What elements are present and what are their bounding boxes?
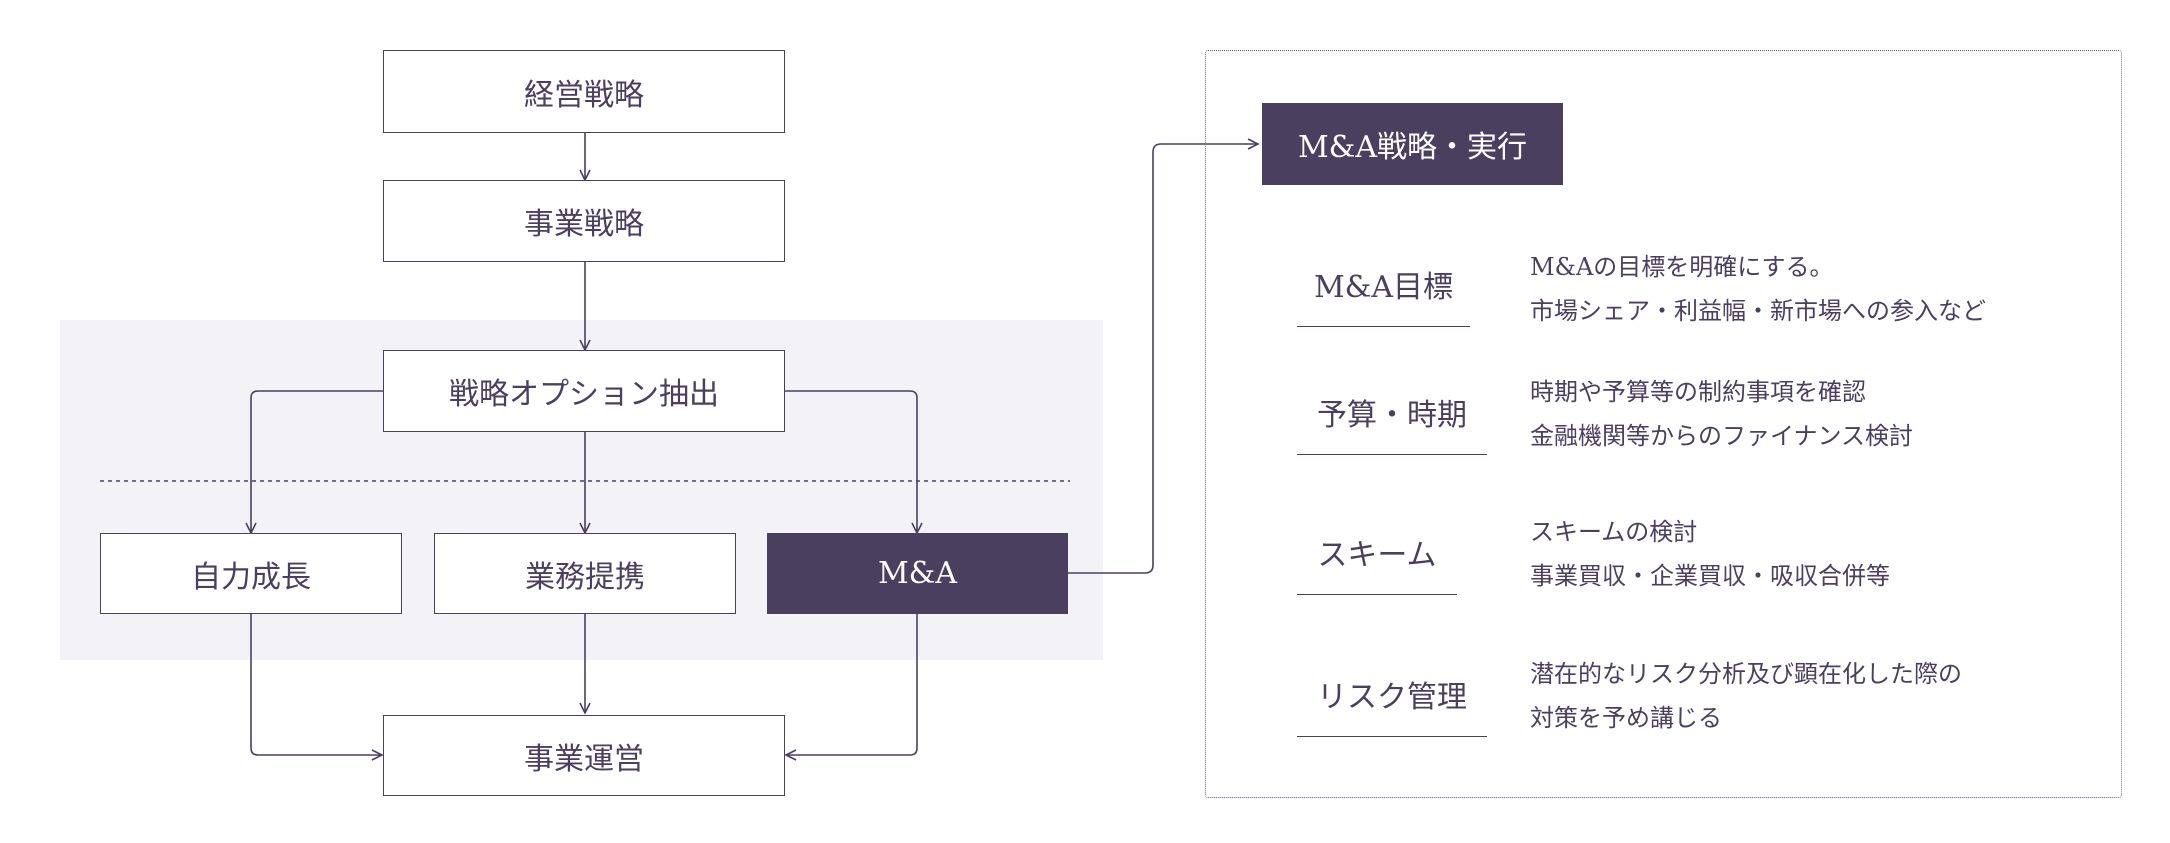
arrow-options-to-organic [251, 390, 383, 533]
arrow-ma-to-operations [786, 614, 918, 755]
item-desc-risk-management: 潜在的なリスク分析及び顕在化した際の 対策を予め講じる [1530, 652, 1962, 740]
box-business-strategy: 事業戦略 [383, 180, 785, 262]
item-desc-line: スキームの検討 [1530, 518, 1698, 546]
box-ma: M&A [767, 533, 1068, 614]
box-business-alliance: 業務提携 [434, 533, 736, 614]
item-desc-ma-goal: M&Aの目標を明確にする。 市場シェア・利益幅・新市場への参入など [1530, 245, 1986, 333]
arrow-ma-to-panel [1068, 144, 1258, 574]
arrow-options-to-ma [785, 390, 917, 533]
panel-title: M&A戦略・実行 [1262, 103, 1563, 185]
box-business-operations: 事業運営 [383, 715, 785, 796]
item-label-scheme: スキーム [1297, 530, 1457, 595]
box-strategy-option-extraction: 戦略オプション抽出 [383, 350, 785, 432]
item-desc-line: M&Aの目標を明確にする。 [1530, 253, 1834, 281]
item-desc-line: 市場シェア・利益幅・新市場への参入など [1530, 297, 1986, 325]
item-desc-line: 事業買収・企業買収・吸収合併等 [1530, 562, 1890, 590]
item-desc-line: 時期や予算等の制約事項を確認 [1530, 378, 1866, 406]
item-desc-line: 潜在的なリスク分析及び顕在化した際の [1530, 660, 1962, 688]
item-label-budget-timing: 予算・時期 [1297, 390, 1487, 455]
box-organic-growth: 自力成長 [100, 533, 402, 614]
item-desc-line: 対策を予め講じる [1530, 704, 1722, 732]
arrow-organic-to-operations [250, 614, 382, 755]
box-management-strategy: 経営戦略 [383, 50, 785, 133]
item-label-risk-management: リスク管理 [1297, 672, 1487, 737]
item-desc-budget-timing: 時期や予算等の制約事項を確認 金融機関等からのファイナンス検討 [1530, 370, 1913, 458]
ma-strategy-panel [1205, 50, 2122, 798]
item-desc-scheme: スキームの検討 事業買収・企業買収・吸収合併等 [1530, 510, 1890, 598]
item-label-ma-goal: M&A目標 [1297, 262, 1470, 327]
item-desc-line: 金融機関等からのファイナンス検討 [1530, 422, 1914, 450]
